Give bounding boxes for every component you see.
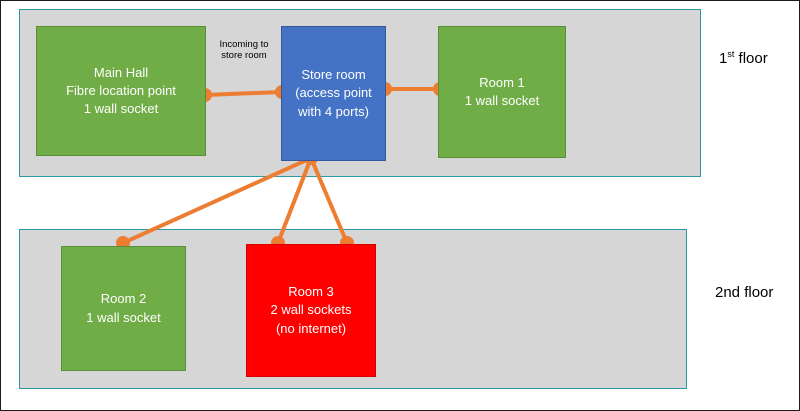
- node-line: Room 1: [479, 74, 525, 90]
- node-room-2: Room 2 1 wall socket: [61, 246, 186, 371]
- node-line: Main Hall: [93, 64, 149, 80]
- node-line: 2 wall sockets: [270, 302, 352, 318]
- incoming-label: Incoming to store room: [219, 39, 269, 62]
- floor-1-label: 1st floor: [719, 49, 768, 67]
- node-line: Fibre location point: [66, 82, 176, 98]
- node-line: (no internet): [275, 320, 347, 336]
- node-room-1: Room 1 1 wall socket: [438, 26, 566, 158]
- node-line: with 4 ports): [298, 103, 369, 119]
- floor-2-label: 2nd floor: [715, 284, 774, 301]
- node-line: Room 2: [100, 291, 147, 307]
- node-line: 1 wall socket: [86, 309, 161, 325]
- node-main-hall: Main Hall Fibre location point 1 wall so…: [36, 26, 206, 156]
- node-store-room: Store room (access point with 4 ports): [281, 26, 386, 161]
- node-line: 1 wall socket: [83, 101, 159, 117]
- node-line: Room 3: [288, 284, 334, 300]
- node-room-3: Room 3 2 wall sockets (no internet): [246, 244, 376, 377]
- node-line: Store room: [301, 67, 366, 83]
- node-line: (access point: [295, 85, 372, 101]
- floor-1-label-rest: floor: [734, 50, 768, 67]
- floor-1-label-ordinal: st: [727, 49, 735, 59]
- node-line: 1 wall socket: [464, 93, 540, 108]
- floor-1-label-num: 1: [719, 50, 728, 67]
